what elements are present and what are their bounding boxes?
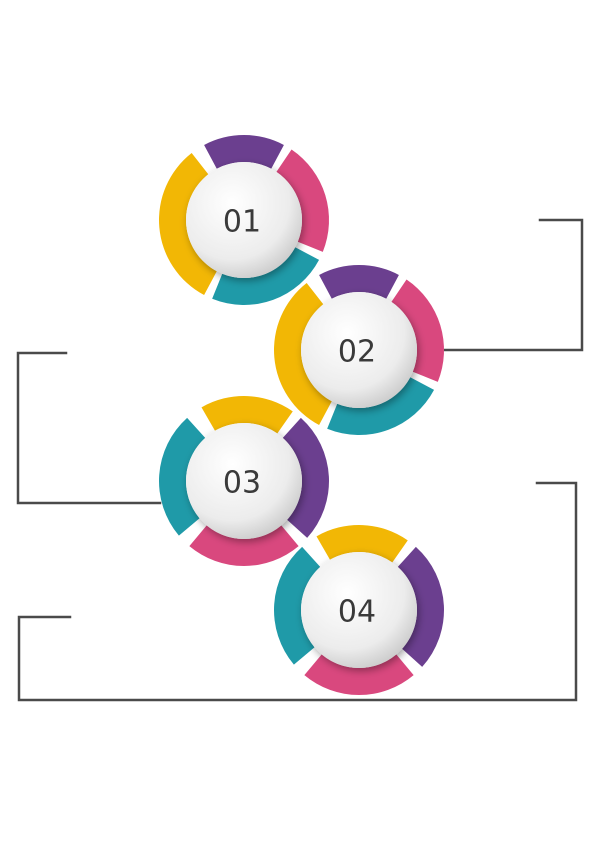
- connector-step-02: [16, 351, 162, 505]
- ring-segment-yellow: [316, 525, 408, 563]
- step-number-03: 03: [223, 466, 261, 501]
- segmented-ring: [274, 525, 444, 695]
- segmented-ring: [274, 265, 444, 436]
- ring-segment-purple: [204, 134, 284, 169]
- ring-segment-purple: [282, 417, 329, 538]
- ring-segment-pink: [391, 279, 444, 382]
- ring-segment-yellow: [274, 283, 332, 426]
- step-number-02: 02: [338, 335, 376, 370]
- ring-segment-pink: [276, 149, 330, 252]
- center-disc: [301, 552, 417, 668]
- ring-segment-purple: [397, 546, 444, 667]
- step-node-01: 01: [159, 134, 330, 306]
- ring-segment-pink: [304, 654, 414, 695]
- step-node-04: 04: [274, 525, 444, 695]
- step-node-03: 03: [159, 396, 329, 566]
- segmented-ring: [159, 134, 330, 306]
- segmented-ring: [159, 396, 329, 566]
- step-node-02: 02: [274, 265, 444, 436]
- center-disc: [301, 292, 417, 408]
- step-number-04: 04: [338, 595, 376, 630]
- ring-segment-teal: [327, 377, 435, 436]
- center-disc: [186, 423, 302, 539]
- connector-step-01: [443, 218, 584, 352]
- ring-segment-yellow: [159, 153, 217, 296]
- ring-segment-pink: [189, 525, 299, 566]
- ring-segment-purple: [319, 265, 399, 299]
- ring-segment-yellow: [201, 396, 293, 434]
- ring-segment-teal: [274, 546, 321, 665]
- ring-segment-teal: [159, 417, 206, 536]
- ring-segment-teal: [212, 247, 320, 306]
- step-number-01: 01: [223, 205, 261, 240]
- connector-step-03: [17, 481, 578, 702]
- center-disc: [186, 162, 302, 278]
